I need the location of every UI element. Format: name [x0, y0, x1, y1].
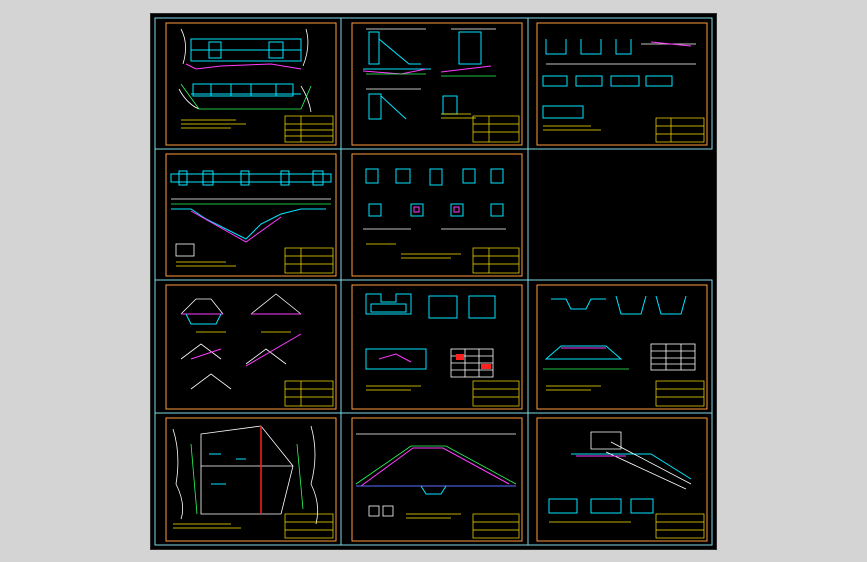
sheet-channel-sections[interactable]	[536, 284, 708, 410]
sheet-spillway-profile[interactable]	[536, 417, 708, 542]
sheet-longitudinal-profile[interactable]	[165, 153, 337, 277]
sheet-layout-plan[interactable]	[165, 417, 337, 542]
sheet-slope-sections[interactable]	[165, 284, 337, 410]
sheet-plan-elevation[interactable]	[165, 22, 337, 146]
sheet-gate-sections[interactable]	[351, 22, 523, 146]
sheet-node-details[interactable]	[351, 153, 523, 277]
sheet-dam-cross-section[interactable]	[351, 417, 523, 542]
sheet-detail-sections[interactable]	[536, 22, 708, 146]
sheet-culvert-sections[interactable]	[351, 284, 523, 410]
cad-viewport[interactable]	[150, 13, 717, 550]
sheet-grid	[154, 17, 713, 546]
drawing-canvas[interactable]	[151, 14, 716, 549]
